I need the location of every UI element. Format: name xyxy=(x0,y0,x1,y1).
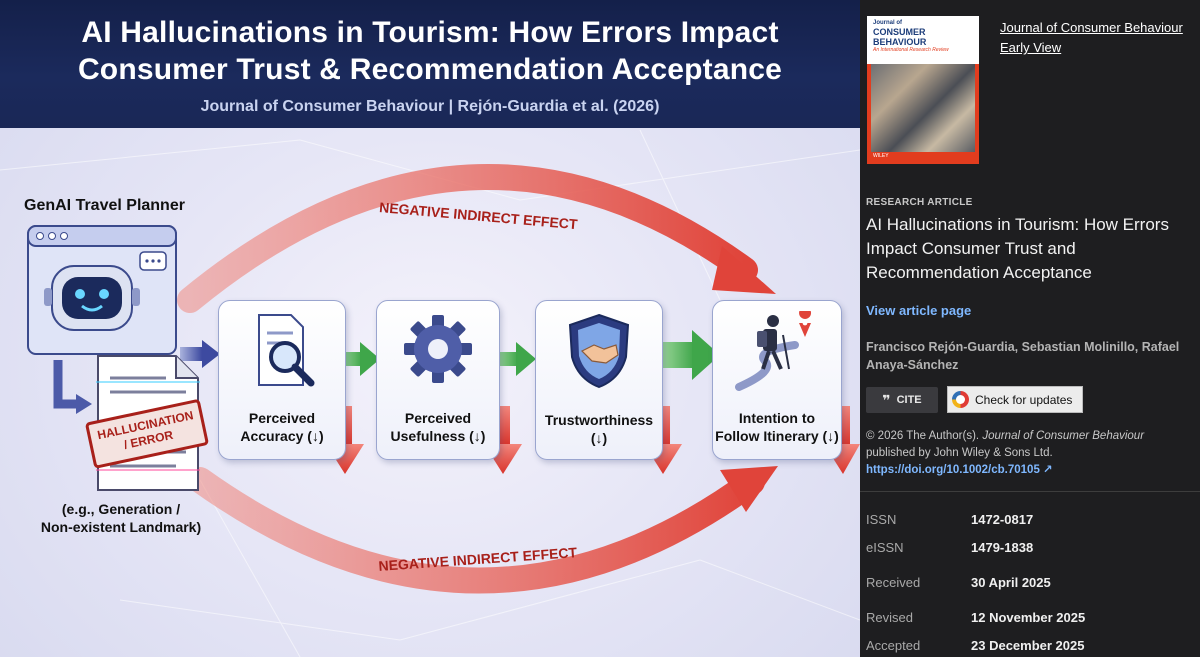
external-link-icon: ↗ xyxy=(1043,464,1053,476)
planner-window xyxy=(27,225,177,355)
planner-label: GenAI Travel Planner xyxy=(24,197,185,214)
crossmark-icon xyxy=(952,391,969,408)
journal-link-line-2: Early View xyxy=(1000,40,1062,55)
example-line-2: Non-existent Landmark) xyxy=(40,519,202,535)
infographic-subtitle: Journal of Consumer Behaviour | Rejón-Gu… xyxy=(200,98,660,115)
panel-divider xyxy=(860,491,1200,492)
article-info-panel: Journal of CONSUMER BEHAVIOUR An Interna… xyxy=(860,0,1200,657)
copyright-notice: © 2026 The Author(s). Journal of Consume… xyxy=(866,428,1196,479)
copyright-prefix: © 2026 The Author(s). xyxy=(866,430,983,442)
magnifier-document-icon xyxy=(258,314,315,387)
meta-value: 1472-0817 xyxy=(971,512,1034,527)
journal-cover-image[interactable]: Journal of CONSUMER BEHAVIOUR An Interna… xyxy=(867,16,979,164)
meta-key: Revised xyxy=(866,610,913,625)
meta-value: 23 December 2025 xyxy=(971,638,1085,653)
article-authors: Francisco Rejón-Guardia, Sebastian Molin… xyxy=(866,340,1180,372)
cover-tagline: An International Research Review xyxy=(873,47,949,53)
hallucination-stamp xyxy=(85,399,209,469)
doi-link[interactable]: https://doi.org/10.1002/cb.70105 ↗ xyxy=(866,464,1053,476)
error-example-text: (e.g., Generation / Non-existent Landmar… xyxy=(36,500,206,536)
cite-button-label: CITE xyxy=(896,394,922,406)
copyright-suffix: published by John Wiley & Sons Ltd. xyxy=(866,447,1053,459)
infographic-image: AI Hallucinations in Tourism: How Errors… xyxy=(0,0,860,657)
copyright-journal: Journal of Consumer Behaviour xyxy=(982,430,1145,442)
hiker-path-icon xyxy=(735,311,812,391)
cite-button[interactable]: ❞ CITE xyxy=(866,387,938,413)
flow-arrows xyxy=(340,330,720,380)
top-negative-arc xyxy=(177,163,758,313)
article-title: AI Hallucinations in Tourism: How Errors… xyxy=(866,215,1169,282)
check-updates-label: Check for updates xyxy=(975,392,1073,407)
stage-trustworthiness: Trustworthiness(↓) xyxy=(535,300,663,460)
planner-to-accuracy-arrow xyxy=(180,347,202,361)
meta-key: eISSN xyxy=(866,540,904,555)
quote-icon: ❞ xyxy=(882,392,891,408)
meta-key: Accepted xyxy=(866,638,921,653)
meta-value: 30 April 2025 xyxy=(971,575,1051,590)
meta-value: 1479-1838 xyxy=(971,540,1034,555)
view-article-link[interactable]: View article page xyxy=(866,303,972,318)
gear-icon xyxy=(404,315,472,383)
bottom-negative-arc xyxy=(187,467,765,594)
top-arc-arrowhead xyxy=(712,246,776,294)
meta-value: 12 November 2025 xyxy=(971,610,1086,625)
cover-publisher: WILEY xyxy=(873,153,889,159)
infographic-title: AI Hallucinations in Tourism: How Errors… xyxy=(0,0,860,88)
planner-down-arrow xyxy=(53,360,78,409)
bottom-arc-arrowhead xyxy=(720,466,778,512)
meta-key: Received xyxy=(866,575,921,590)
journal-link-line-1: Journal of Consumer Behaviour xyxy=(1000,20,1183,35)
cover-masthead: Journal of CONSUMER BEHAVIOUR An Interna… xyxy=(867,16,979,64)
title-banner: AI Hallucinations in Tourism: How Errors… xyxy=(0,0,860,128)
doi-text: https://doi.org/10.1002/cb.70105 xyxy=(866,464,1040,476)
meta-key: ISSN xyxy=(866,512,897,527)
cover-name-small: Journal of xyxy=(873,20,903,26)
journal-early-view-link[interactable]: Journal of Consumer Behaviour Early View xyxy=(1000,18,1183,58)
shield-handshake-icon xyxy=(568,313,630,389)
infographic-artwork xyxy=(0,129,860,657)
cover-name-large: CONSUMER BEHAVIOUR xyxy=(873,27,927,47)
title-line-1: AI Hallucinations in Tourism: How Errors… xyxy=(81,16,779,49)
title-line-2: Consumer Trust & Recommendation Acceptan… xyxy=(77,53,783,86)
cover-photo xyxy=(871,64,975,152)
article-type-label: RESEARCH ARTICLE xyxy=(866,197,973,208)
stage-label-trust: Trustworthiness(↓) xyxy=(544,412,654,446)
example-line-1: (e.g., Generation / xyxy=(61,501,181,517)
check-for-updates-button[interactable]: Check for updates xyxy=(947,386,1083,413)
